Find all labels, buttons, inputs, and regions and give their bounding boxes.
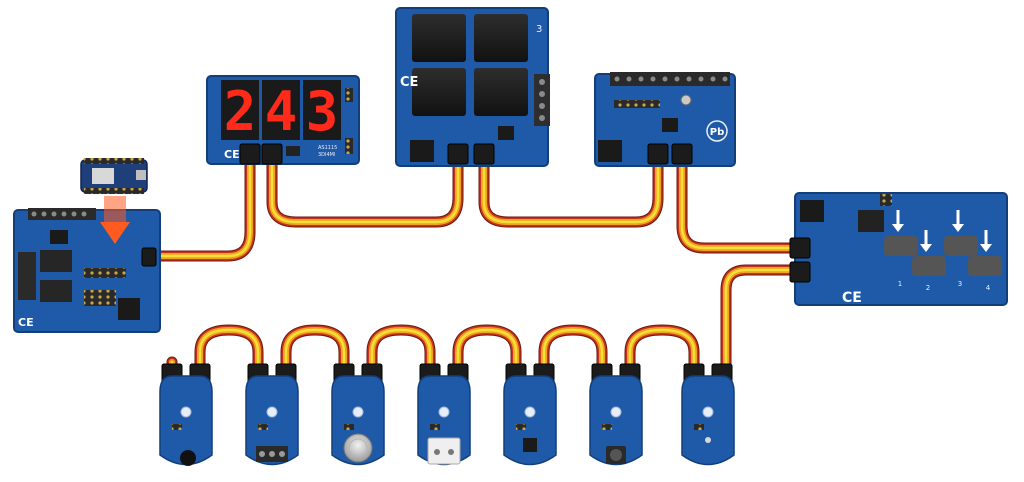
cable-plug [261, 143, 283, 165]
display-digit-3: 3 [306, 80, 339, 143]
quad-relay-board: CE 3 [395, 7, 550, 167]
display-logo: CE [224, 148, 240, 161]
cable-plug [141, 247, 157, 267]
ac-board-logo: CE [842, 290, 862, 306]
sensor-modules [159, 375, 735, 466]
cable-plug [447, 143, 469, 165]
cable-controller-to-display [144, 152, 256, 262]
sensor-module-terminal [245, 375, 299, 466]
cable-plug [473, 143, 495, 165]
connectors [141, 143, 811, 387]
relay-board-number: 3 [536, 24, 542, 35]
cable-arch-3 [366, 324, 436, 382]
cable-arch-5 [538, 324, 608, 382]
ac-output-2: 2 [926, 284, 930, 292]
cable-arch-4 [452, 324, 522, 382]
wifi-module [80, 158, 148, 194]
sensor-module-potentiometer [589, 375, 643, 466]
light-sensor-icon [705, 437, 711, 443]
ac-output-4: 4 [986, 284, 991, 292]
cable-display-to-relay [266, 152, 464, 228]
pb-badge: Pb [710, 127, 725, 138]
microphone-icon [180, 450, 196, 466]
display-chip-label: AS1115 [318, 145, 337, 151]
relay-board-logo: CE [400, 75, 418, 90]
ac-output-3: 3 [958, 280, 962, 288]
cable-plug [671, 143, 693, 165]
cable-relay-to-pb [478, 152, 664, 228]
cables [144, 152, 806, 382]
cable-pb-to-ac [676, 152, 806, 254]
display-digit-2: 4 [265, 80, 298, 143]
cable-arch-2 [280, 324, 350, 382]
sensor-module-chip [503, 375, 557, 466]
display-digit-1: 2 [224, 80, 257, 143]
controller-board: CE [13, 208, 161, 333]
plug-in-arrow [100, 196, 130, 244]
ac-output-1: 1 [898, 280, 902, 288]
cable-arch-1 [194, 324, 264, 382]
display-chip-sub: 3DI4MI [318, 152, 335, 158]
sensor-module-gas-sensor [331, 375, 385, 466]
gas-sensor-icon [343, 433, 373, 463]
cable-ac-to-modules [720, 264, 806, 382]
controller-logo: CE [18, 316, 34, 329]
sensor-module-microphone [159, 375, 213, 466]
ac-dimmer-board: 1 2 3 4 CE [794, 192, 1008, 306]
pb-io-board: Pb [594, 72, 736, 167]
sensor-module-light-sensor [681, 375, 735, 466]
cable-plug [789, 237, 811, 259]
relay-switch-icon [427, 437, 461, 465]
sensor-module-relay-switch [417, 375, 471, 466]
cable-plug [239, 143, 261, 165]
cable-arch-6 [624, 324, 700, 382]
seven-segment-display-board: 2 4 3 AS1115 3DI4MI CE [206, 75, 360, 165]
cable-plug [647, 143, 669, 165]
cable-plug [789, 261, 811, 283]
chip-icon [523, 438, 537, 452]
